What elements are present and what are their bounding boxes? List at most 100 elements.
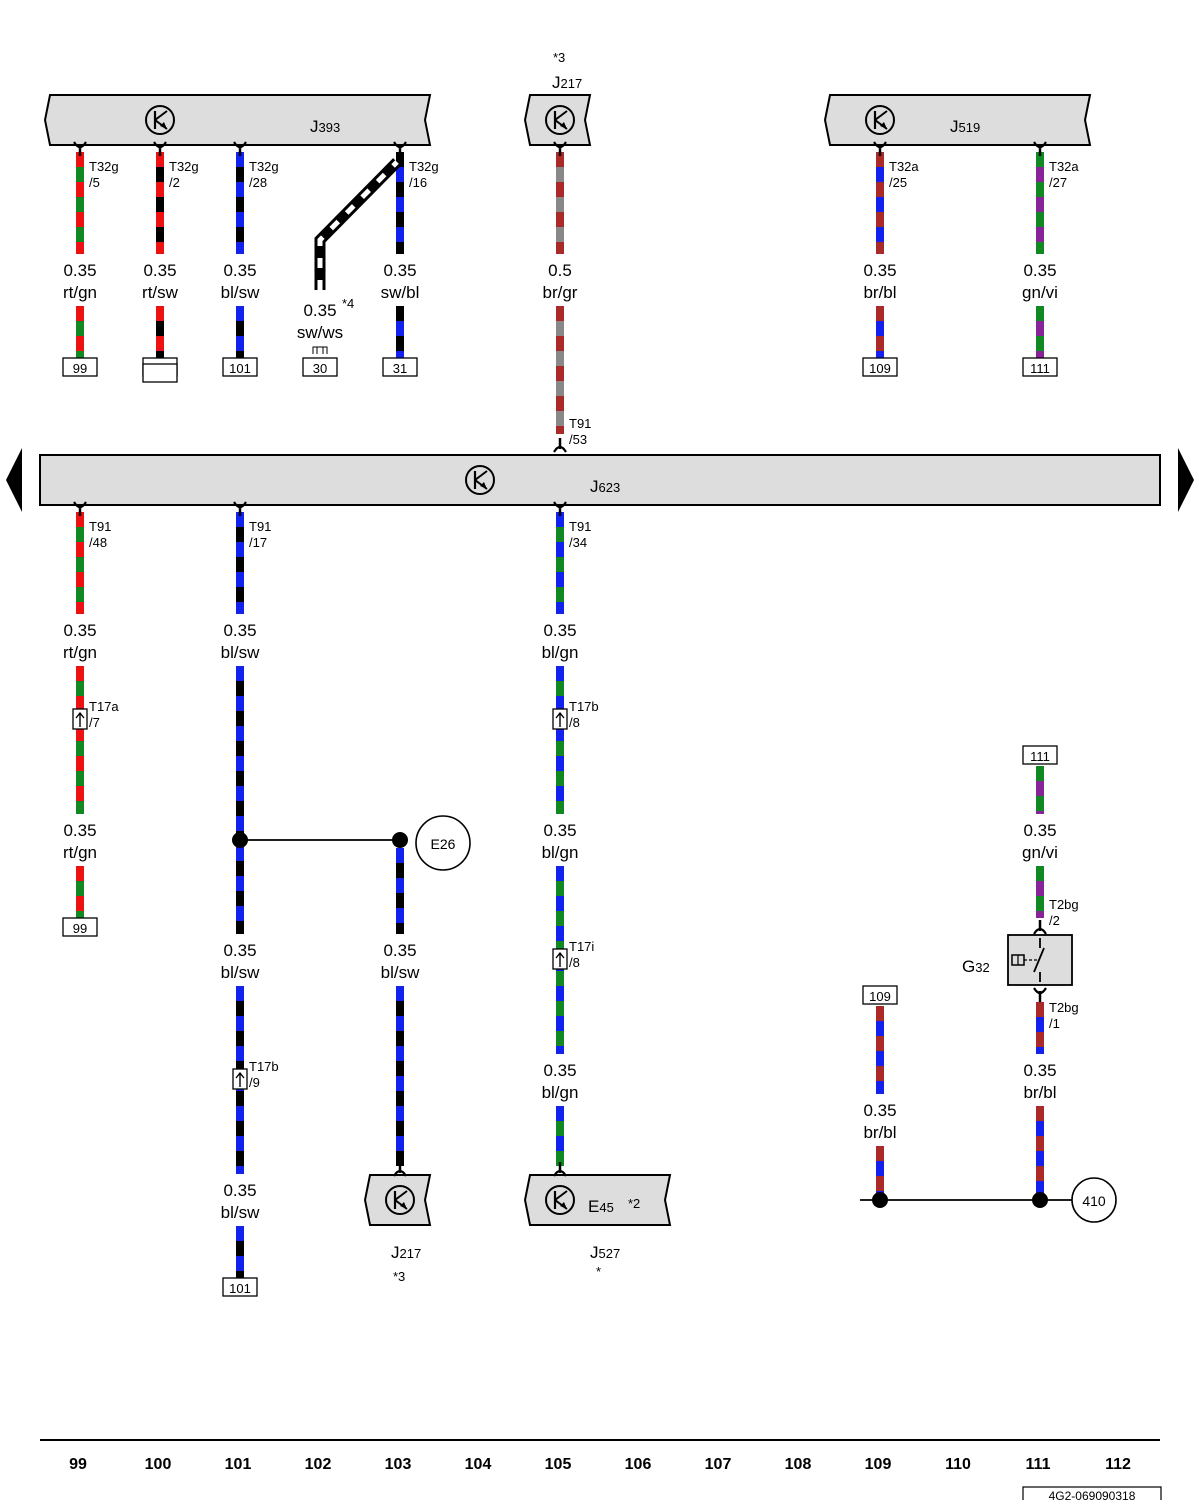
column-number: 103 [385,1456,412,1473]
e45-letter: E [588,1197,599,1216]
pin-connector: T17a [89,699,119,714]
junction-point [392,832,408,848]
module-j217-top-number: 217 [561,76,583,91]
wire-color-code: bl/sw [221,643,260,662]
ground-410-label: 410 [1082,1193,1106,1209]
module-j527-letter: J [590,1243,599,1262]
pin-number: /1 [1049,1016,1060,1031]
wire-color-code: gn/vi [1022,843,1058,862]
switch-g32-lever [1033,947,1045,973]
page-reference-box [302,357,338,377]
page-reference-number: 99 [73,361,87,376]
page-reference-number: 99 [73,921,87,936]
wire-color-code: bl/gn [542,643,579,662]
pin-connector: T91 [569,416,591,431]
pin-number: /34 [569,535,587,550]
pin-connector: T32g [169,159,199,174]
connector-arrow [75,711,85,727]
wire-size: 0.35 [383,941,416,960]
page-reference-box [862,357,898,377]
wire-color-code: sw/ws [297,323,343,342]
wire-color-code: bl/gn [542,843,579,862]
wire-size: 0.35 [1023,1061,1056,1080]
shield-symbol [312,346,328,354]
e45-note: *2 [628,1196,640,1211]
module-j217-top-box [523,94,592,146]
pin-number: /2 [1049,913,1060,928]
pin-number: /53 [569,432,587,447]
pin-number: /17 [249,535,267,550]
ground-410-circle [1071,1177,1117,1223]
module-j623-number: 623 [599,480,621,495]
pin-number: /48 [89,535,107,550]
pin-connector: T32a [889,159,919,174]
module-j623-box [39,454,1161,506]
page-reference-box [382,357,418,377]
pin-number: /2 [169,175,180,190]
doc-number: 4G2-069090318 [1049,1489,1136,1500]
e26-label: E26 [431,836,456,852]
page-reference-box [222,357,258,377]
wire-size: 0.5 [548,261,572,280]
wire-color-code: bl/sw [221,283,260,302]
column-number: 109 [865,1456,892,1473]
module-j527-number: 527 [599,1246,621,1261]
wire-size: 0.35 [1023,821,1056,840]
pin-number: /28 [249,175,267,190]
pin-connector: T17b [569,699,599,714]
pin-number: /7 [89,715,100,730]
column-number: 99 [69,1456,87,1473]
module-j217-top-note: *3 [553,50,565,65]
module-j519-letter: J [950,117,959,136]
module-j527-box [523,1174,672,1226]
wire-size: 0.35 [223,941,256,960]
svg-text:J393: J393 [310,117,340,136]
wire-size: 0.35 [143,261,176,280]
continuation-left-arrow [6,448,22,512]
doc-number-box [1022,1486,1162,1500]
column-number: 102 [305,1456,332,1473]
pin-number: /9 [249,1075,260,1090]
wire-size: 0.35 [863,261,896,280]
page-reference-box [862,985,898,1005]
wire-color-code: br/gr [543,283,578,302]
pin-number: /8 [569,955,580,970]
svg-text:G32: G32 [962,957,990,976]
pin-number: /27 [1049,175,1067,190]
wire-size: 0.35 [63,821,96,840]
wire-color-code: bl/sw [381,963,420,982]
e45-number: 45 [599,1200,613,1215]
pin-connector: T17i [569,939,594,954]
column-number: 106 [625,1456,652,1473]
module-j393-box [43,94,432,146]
wire-note: *4 [342,296,354,311]
column-number: 104 [465,1456,492,1473]
page-reference-box [1022,745,1058,765]
module-j217-bottom-box [363,1174,432,1226]
page-reference-number: 30 [313,361,327,376]
pin-connector: T32a [1049,159,1079,174]
connector-arrow [555,951,565,967]
module-j519-number: 519 [959,120,981,135]
wire-size: 0.35 [223,261,256,280]
column-number: 101 [225,1456,252,1473]
module-j519-box [823,94,1092,146]
wire-color-code: rt/gn [63,843,97,862]
wire-size: 0.35 [303,301,336,320]
wire-size: 0.35 [543,821,576,840]
column-number: 110 [945,1456,971,1473]
wire-color-code: br/bl [1023,1083,1056,1102]
svg-text:J217: J217 [391,1243,421,1262]
pin-connector: T2bg [1049,1000,1079,1015]
page-reference-box [222,1277,258,1297]
module-j623-letter: J [590,477,599,496]
column-number: 112 [1105,1456,1131,1473]
page-reference-number: 101 [229,1281,251,1296]
continuation-right-arrow [1178,448,1194,512]
column-number: 111 [1026,1456,1051,1473]
page-reference-box [142,363,178,383]
pin-number: /5 [89,175,100,190]
wire-color-code: rt/gn [63,643,97,662]
svg-text:J623: J623 [590,477,620,496]
